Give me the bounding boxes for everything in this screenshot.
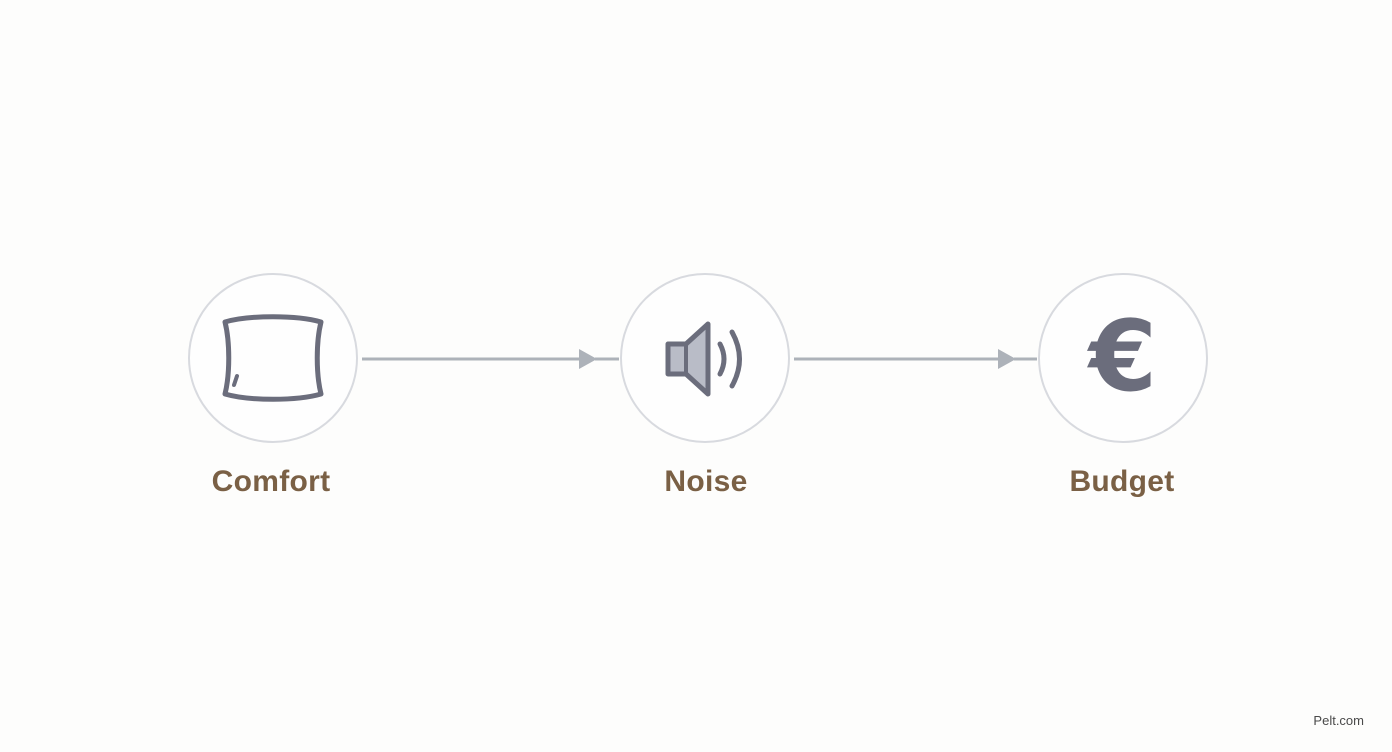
arrowhead-icon xyxy=(579,349,597,369)
step-noise-label: Noise xyxy=(664,465,748,498)
euro-icon: € xyxy=(1088,300,1158,414)
step-budget-circle: € xyxy=(1038,273,1208,443)
step-comfort-label: Comfort xyxy=(211,465,331,498)
step-budget-label: Budget xyxy=(1069,465,1175,498)
step-noise-circle xyxy=(620,273,790,443)
connector-comfort-noise xyxy=(362,349,619,369)
step-comfort-circle xyxy=(188,273,358,443)
arrowhead-icon xyxy=(998,349,1016,369)
speaker-icon xyxy=(665,321,742,397)
connector-noise-budget xyxy=(794,349,1037,369)
pillow-icon xyxy=(222,314,324,402)
watermark-text: Pelt.com xyxy=(1313,713,1364,728)
